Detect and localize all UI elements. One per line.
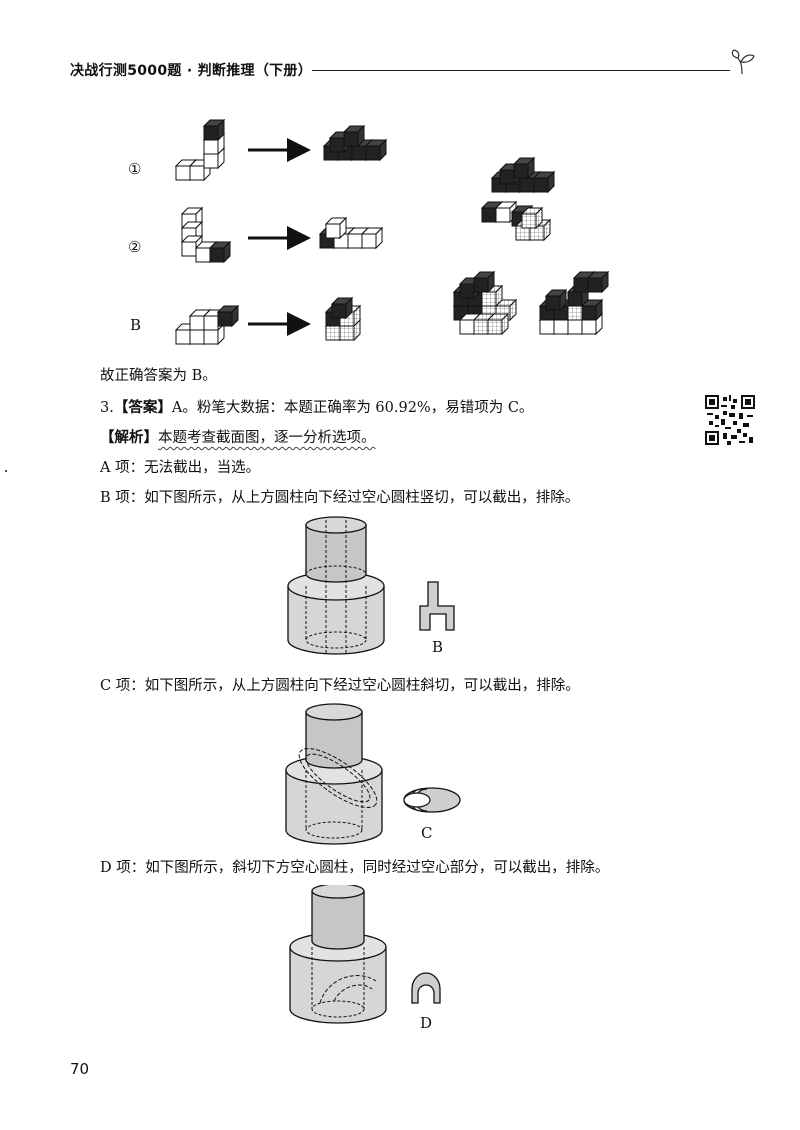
figure-c-cylinders bbox=[285, 703, 461, 845]
figure-b-label: B bbox=[432, 638, 444, 656]
option-a-text: A 项：无法截出，当选。 bbox=[100, 460, 261, 476]
scan-speck bbox=[5, 470, 7, 472]
q3-answer-line: 3.【答案】A。粉笔大数据：本题正确率为 60.92%，易错项为 C。 bbox=[100, 396, 533, 417]
analysis-text: 本题考查截面图，逐一分析选项。 bbox=[158, 430, 376, 446]
option-d-text: D 项：如下图所示，斜切下方空心圆柱，同时经过空心部分，可以截出，排除。 bbox=[100, 860, 610, 876]
row-label-1: ① bbox=[128, 160, 142, 178]
qr-code[interactable] bbox=[705, 395, 755, 445]
q3-number: 3. bbox=[100, 400, 114, 416]
page-number: 70 bbox=[70, 1060, 90, 1078]
q3-analysis-line: 【解析】本题考查截面图，逐一分析选项。 bbox=[100, 426, 376, 447]
analysis-tag: 【解析】 bbox=[100, 429, 158, 446]
sprout-icon bbox=[731, 49, 755, 75]
figure-d-label: D bbox=[420, 1014, 433, 1032]
figure-b-cylinders bbox=[287, 516, 455, 655]
answer-text: A。粉笔大数据：本题正确率为 60.92%，易错项为 C。 bbox=[171, 400, 534, 416]
cube-figures bbox=[175, 119, 609, 345]
option-b-text: B 项：如下图所示，从上方圆柱向下经过空心圆柱竖切，可以截出，排除。 bbox=[100, 490, 580, 506]
row-label-2: ② bbox=[128, 238, 142, 256]
header-rule bbox=[312, 70, 730, 71]
figure-c-label: C bbox=[421, 824, 433, 842]
conclusion-text: 故正确答案为 B。 bbox=[100, 368, 217, 384]
row-label-b: B bbox=[130, 316, 142, 334]
option-c-text: C 项：如下图所示，从上方圆柱向下经过空心圆柱斜切，可以截出，排除。 bbox=[100, 678, 580, 694]
figure-d-cylinders bbox=[289, 885, 441, 1024]
running-header: 决战行测5000题 · 判断推理（下册） bbox=[70, 63, 313, 79]
answer-tag: 【答案】 bbox=[113, 399, 172, 416]
